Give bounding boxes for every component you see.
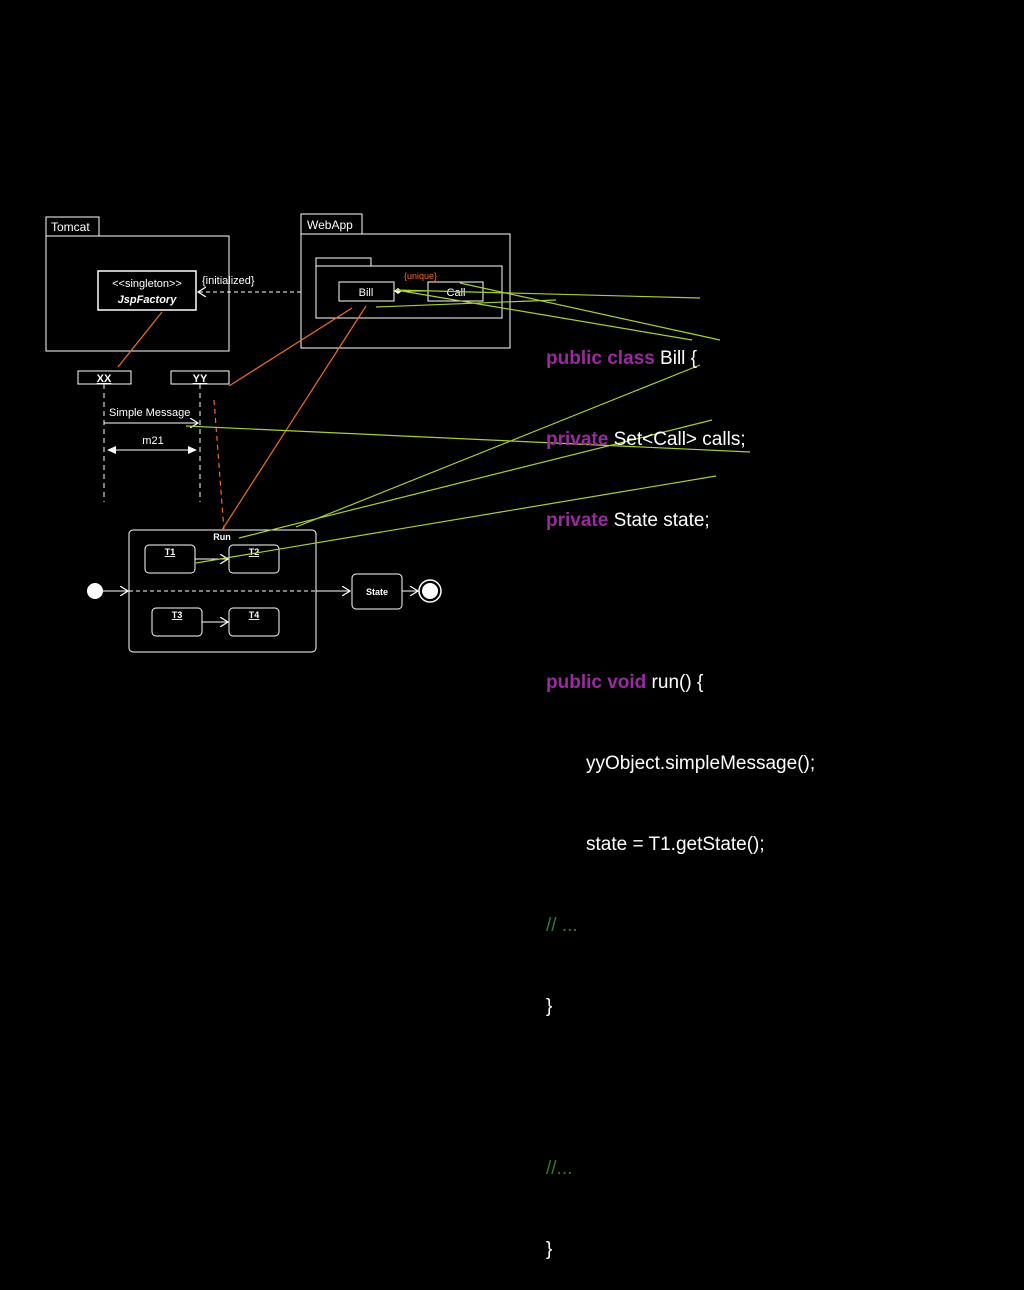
call-label: Call: [447, 287, 466, 299]
code-block: public class Bill { private Set<Call> ca…: [546, 291, 815, 1290]
link-bill-class: [395, 289, 701, 299]
tomcat-tab-label: Tomcat: [51, 220, 90, 234]
state-t4-label: T4: [249, 610, 260, 620]
link-bill-calls: [395, 289, 693, 341]
sequence-diagram: XX YY Simple Message m21: [77, 370, 230, 502]
code-text: Bill {: [654, 348, 698, 369]
run-state-label: Run: [213, 532, 231, 542]
code-text: run() {: [646, 672, 704, 693]
code-line-blank: [546, 588, 815, 615]
code-line-close-class: }: [546, 1239, 553, 1260]
code-line-state: private State state;: [546, 507, 815, 534]
code-line-calls: private Set<Call> calls;: [546, 426, 815, 453]
singleton-stereotype: <<singleton>>: [112, 278, 182, 290]
link-webapp-bill: [375, 299, 557, 308]
code-line-close-method: }: [546, 996, 553, 1017]
link-t1-getstate: [195, 475, 717, 564]
initial-state: [87, 583, 103, 599]
initialized-label: {initialized}: [202, 275, 255, 287]
link-run-method: [238, 419, 713, 539]
code-text: Set<Call> calls;: [608, 429, 746, 450]
state-t1-label: T1: [165, 547, 176, 557]
code-line-comment-2: //...: [546, 1158, 573, 1179]
link-yy-run: [213, 399, 225, 531]
state-t2-label: T2: [249, 547, 260, 557]
state-machine: Run T1 T2 T3 T4 State: [87, 529, 442, 653]
code-line-simple-message: yyObject.simpleMessage();: [586, 753, 816, 774]
m21-label: m21: [142, 435, 163, 447]
composition-diamond-icon: [394, 288, 402, 294]
code-line-getstate: state = T1.getState();: [586, 834, 765, 855]
link-call-calls: [459, 282, 721, 341]
code-line-class: public class Bill {: [546, 345, 815, 372]
unique-label: {unique}: [404, 271, 437, 281]
state-box-label: State: [366, 587, 388, 597]
link-yy-bill: [228, 307, 353, 387]
keyword: private: [546, 429, 609, 450]
webapp-package: WebApp Bill Call {unique}: [300, 213, 511, 349]
link-run-bill: [221, 305, 367, 531]
jspfactory-class: [97, 270, 197, 311]
green-links: [185, 282, 751, 564]
link-simple-message: [185, 425, 751, 453]
uml-diagram: Tomcat <<singleton>> JspFactory {initial…: [45, 213, 751, 653]
webapp-tab-label: WebApp: [307, 218, 353, 232]
keyword: public void: [546, 672, 647, 693]
code-text: State state;: [608, 510, 710, 531]
code-line-run: public void run() {: [546, 669, 815, 696]
lifeline-yy-label: YY: [193, 373, 208, 385]
keyword: public class: [546, 348, 655, 369]
orange-links: [117, 305, 367, 531]
tomcat-package: Tomcat <<singleton>> JspFactory: [45, 216, 230, 352]
state-t3-label: T3: [172, 610, 183, 620]
code-line-comment: // ...: [546, 915, 578, 936]
jspfactory-name: JspFactory: [118, 294, 178, 306]
link-state-field: [295, 364, 701, 528]
bill-class: [338, 281, 395, 302]
code-line-blank-2: [546, 1074, 815, 1101]
link-xx-jspfactory: [117, 311, 163, 368]
keyword: private: [546, 510, 609, 531]
bill-label: Bill: [359, 287, 374, 299]
lifeline-xx-label: XX: [97, 373, 112, 385]
simple-message-label: Simple Message: [109, 407, 190, 419]
final-state: [418, 579, 442, 603]
